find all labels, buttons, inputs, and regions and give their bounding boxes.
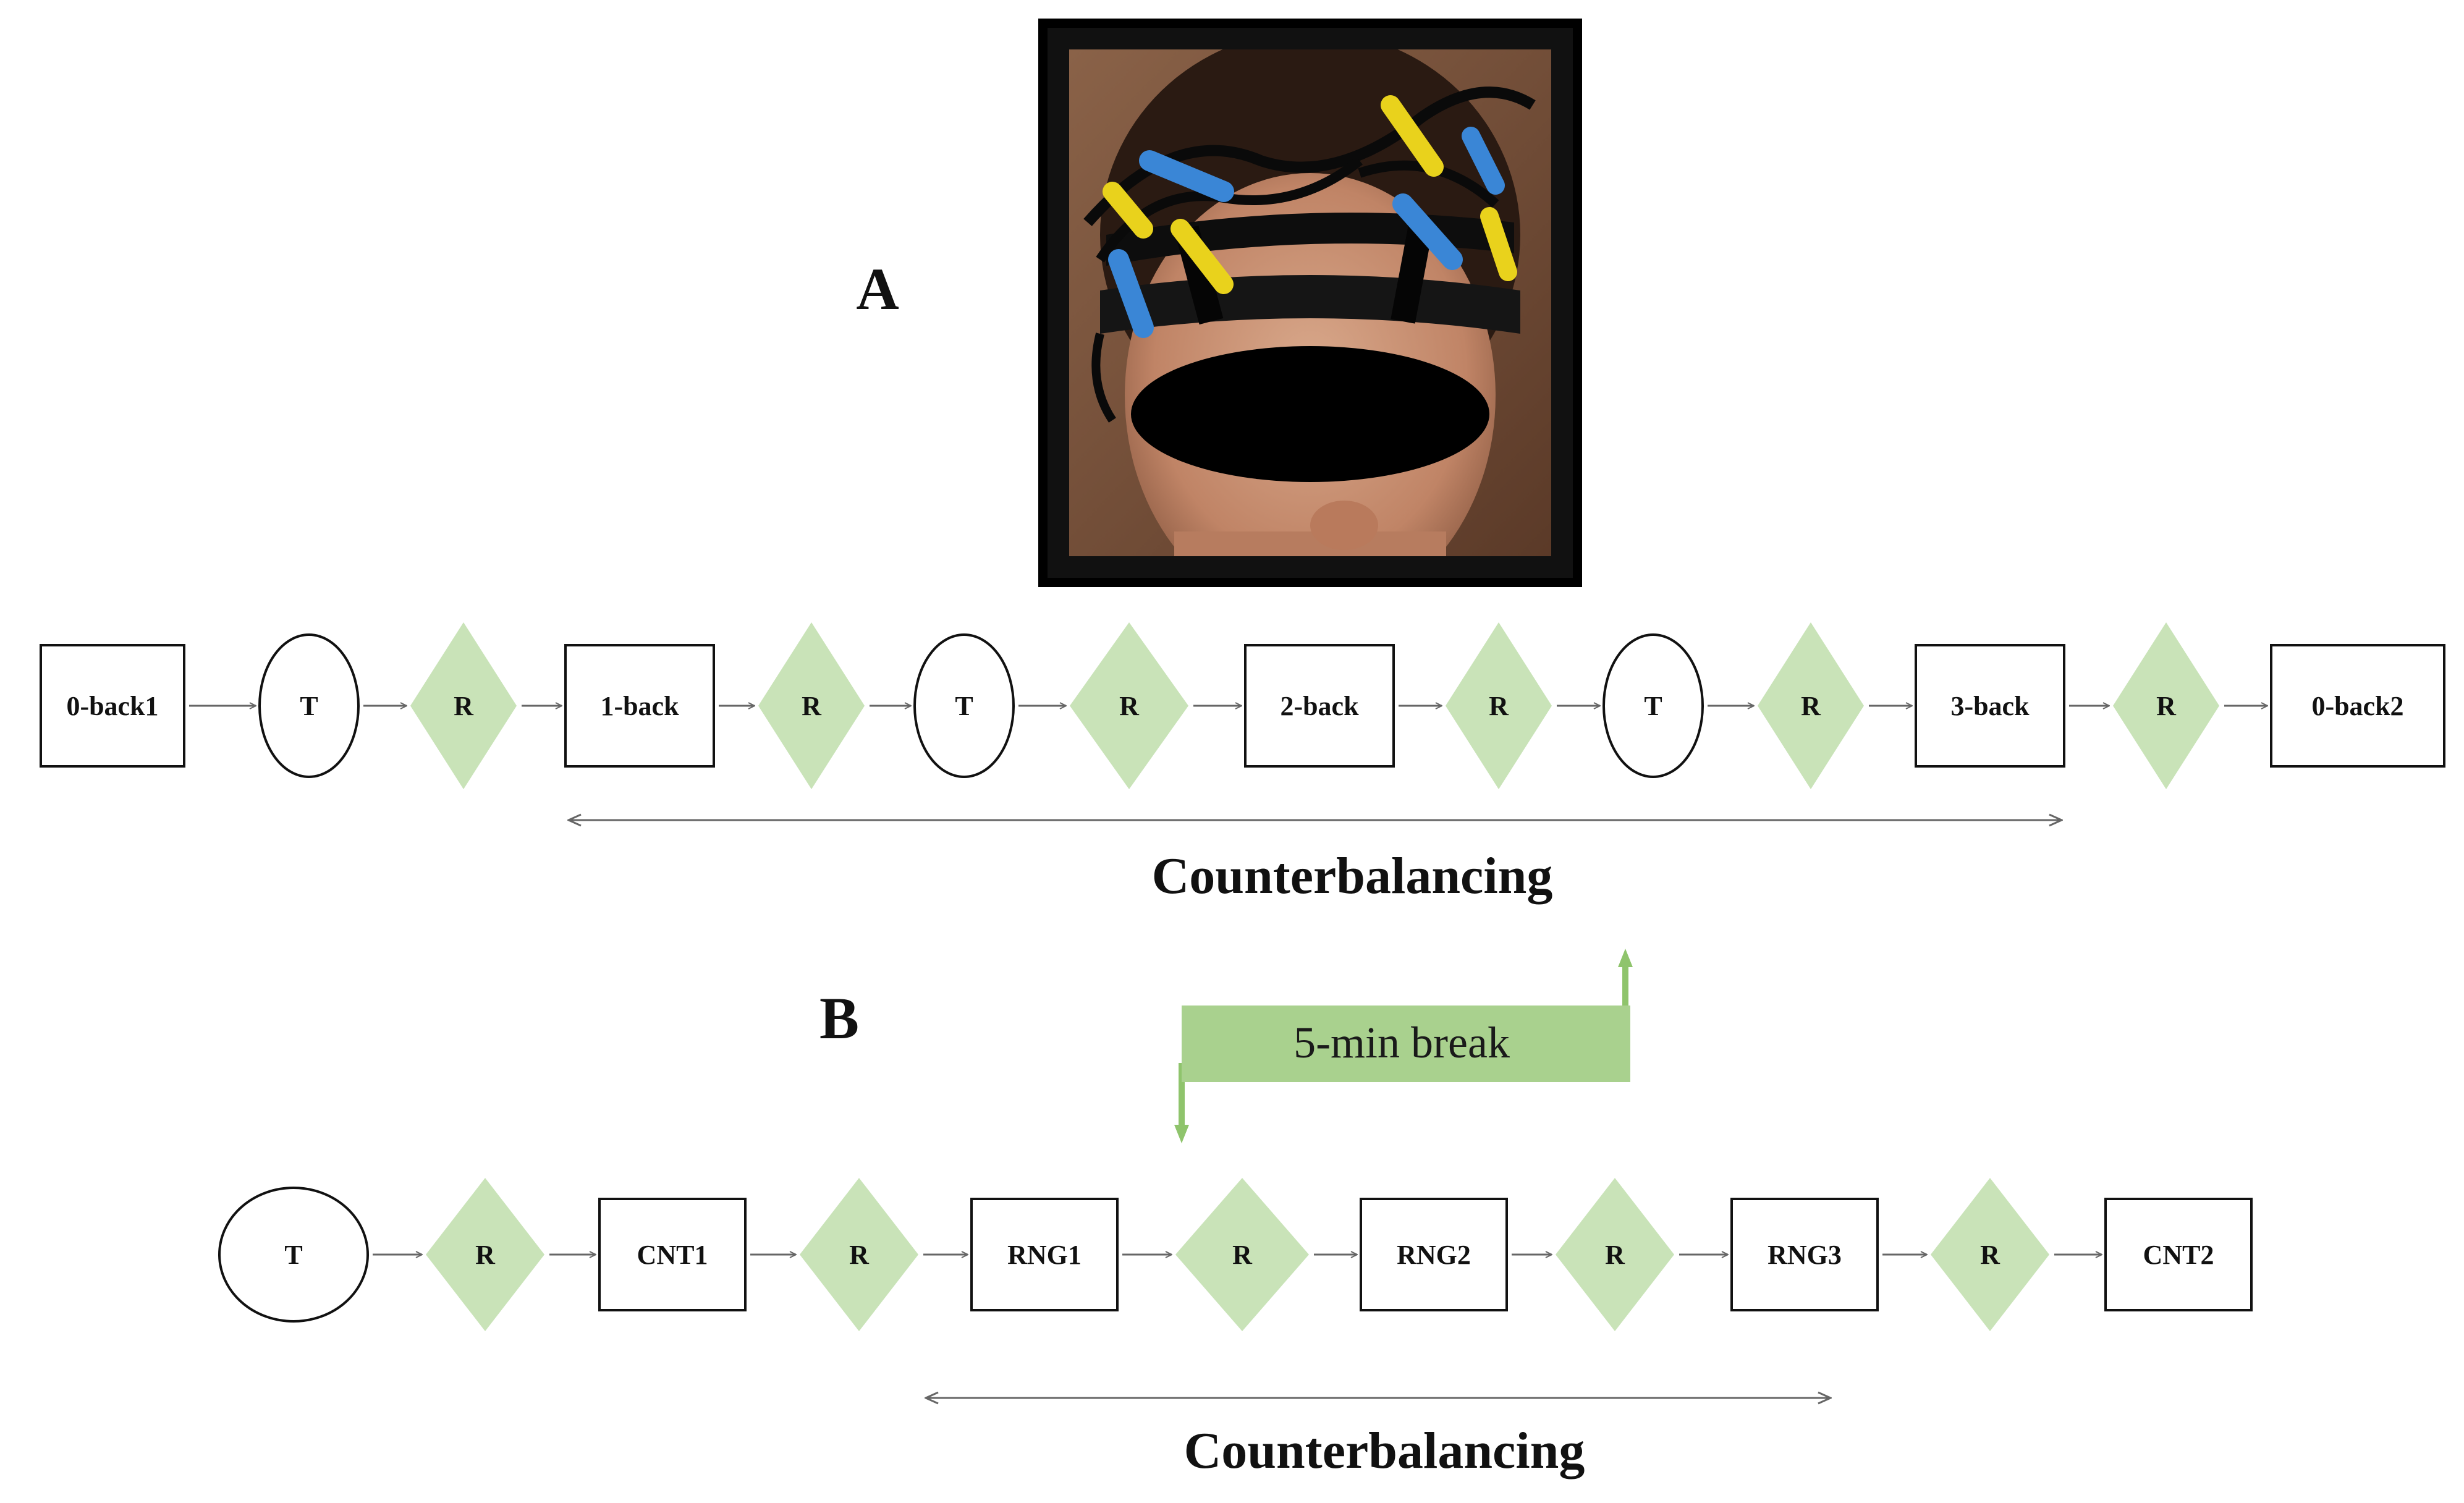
- panel-a-sequence: 0-back1 T R 1-back R T R 2-back R T R 3-back R 0-back…: [40, 622, 2445, 789]
- panel-a-rest-diamond-6: [1070, 622, 1188, 789]
- counterbalancing-label-a: Counterbalancing: [1152, 847, 1553, 905]
- panel-b-rest-diamond-3: [800, 1178, 918, 1331]
- panel-a-node-label-2: R: [454, 691, 474, 721]
- panel-a-node-label-9: T: [1644, 691, 1662, 721]
- five-min-break-label: 5-min break: [1293, 1018, 1510, 1067]
- panel-b-node-label-4: RNG1: [1007, 1240, 1082, 1270]
- panel-a-rest-diamond-2: [410, 622, 517, 789]
- panel-a-test-ellipse-5: [913, 633, 1015, 778]
- panel-a-rest-diamond-10: [1758, 622, 1864, 789]
- panel-a-node-label-1: T: [300, 691, 318, 721]
- panel-b-rest-diamond-9: [1931, 1178, 2049, 1331]
- panel-a-task-box-11: [1915, 644, 2065, 768]
- panel-b-node-label-10: CNT2: [2143, 1240, 2214, 1270]
- panel-b-label: B: [819, 985, 859, 1051]
- panel-a-task-box-13: [2270, 644, 2445, 768]
- panel-a-node-label-11: 3-back: [1950, 691, 2030, 721]
- panel-a-rest-diamond-4: [758, 622, 865, 789]
- panel-b-sequence: T R CNT1 R RNG1 R RNG2 R RNG3 R CNT2: [218, 1178, 2253, 1331]
- panel-a-node-label-3: 1-back: [600, 691, 679, 721]
- panel-b-node-label-7: R: [1605, 1240, 1625, 1270]
- panel-b-node-label-3: R: [849, 1240, 870, 1270]
- panel-a-test-ellipse-9: [1602, 633, 1704, 778]
- panel-b-node-label-0: T: [284, 1240, 302, 1270]
- panel-b-test-ellipse-0: [218, 1187, 369, 1323]
- panel-a-node-label-5: T: [955, 691, 973, 721]
- five-min-break-box: [1182, 1006, 1630, 1082]
- panel-a-test-ellipse-1: [258, 633, 360, 778]
- panel-b-node-label-6: RNG2: [1397, 1240, 1471, 1270]
- panel-b-node-label-5: R: [1232, 1240, 1253, 1270]
- counterbalancing-label-b: Counterbalancing: [1184, 1422, 1585, 1480]
- panel-b-task-box-6: [1360, 1198, 1508, 1311]
- panel-b-rest-diamond-1: [426, 1178, 544, 1331]
- panel-a-node-label-8: R: [1489, 691, 1509, 721]
- panel-a-node-label-0: 0-back1: [66, 691, 158, 721]
- panel-b-rest-diamond-5: [1175, 1178, 1309, 1331]
- panel-a-node-label-12: R: [2156, 691, 2177, 721]
- panel-b-node-label-9: R: [1980, 1240, 2000, 1270]
- panel-a-label: A: [856, 256, 899, 322]
- panel-a-node-label-13: 0-back2: [2311, 691, 2403, 721]
- panel-a-rest-diamond-8: [1446, 622, 1552, 789]
- panel-b-task-box-10: [2104, 1198, 2253, 1311]
- panel-b-node-label-8: RNG3: [1768, 1240, 1842, 1270]
- panel-a-node-label-10: R: [1801, 691, 1821, 721]
- panel-b-node-label-2: CNT1: [637, 1240, 708, 1270]
- panel-a-node-label-6: R: [1119, 691, 1140, 721]
- panel-b-rest-diamond-7: [1556, 1178, 1674, 1331]
- panel-b-task-box-8: [1730, 1198, 1879, 1311]
- panel-a-task-box-3: [564, 644, 715, 768]
- panel-a-task-box-7: [1244, 644, 1395, 768]
- panel-a-task-box-0: [40, 644, 185, 768]
- five-min-break-connector: 5-min break: [1174, 949, 1633, 1143]
- fnirs-headband-photo-icon: [1038, 19, 1582, 587]
- panel-a-rest-diamond-12: [2113, 622, 2219, 789]
- panel-a-node-label-4: R: [802, 691, 822, 721]
- panel-a-node-label-7: 2-back: [1280, 691, 1359, 721]
- panel-b-task-box-2: [598, 1198, 747, 1311]
- panel-b-node-label-1: R: [475, 1240, 496, 1270]
- panel-b-task-box-4: [970, 1198, 1119, 1311]
